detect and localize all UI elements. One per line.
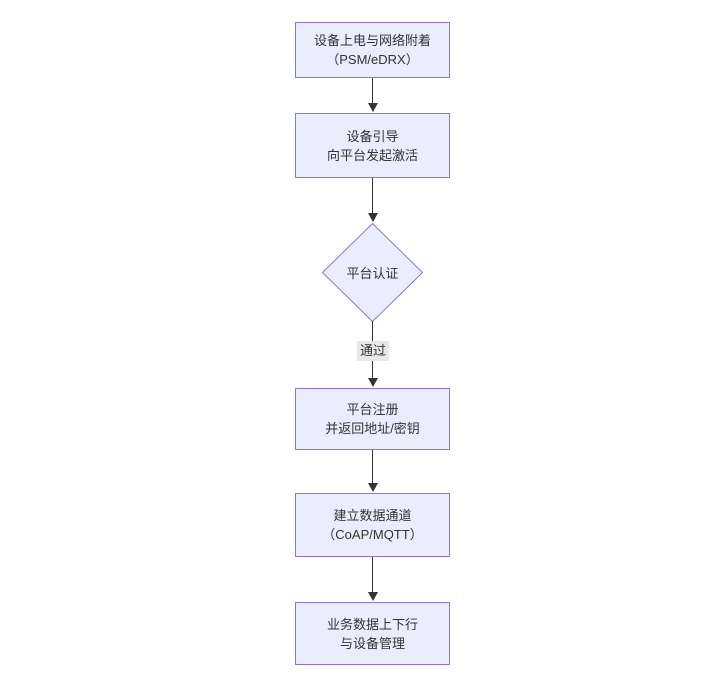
node-text-line: （CoAP/MQTT） (322, 527, 423, 542)
node-text-line: 向平台发起激活 (326, 147, 418, 163)
node-text-line: 建立数据通道 (333, 508, 412, 523)
node-text-line: 设备引导 (346, 128, 399, 144)
node-text-line: 并返回地址/密钥 (325, 421, 420, 436)
arrowhead-icon (368, 103, 378, 112)
node-power-attach: 设备上电与网络附着 （PSM/eDRX） (295, 22, 450, 78)
edge-register-to-channel (372, 450, 373, 484)
edge-bootstrap-to-auth (372, 178, 373, 214)
node-text-line: 与设备管理 (339, 635, 405, 651)
node-text-line: 平台认证 (346, 266, 399, 281)
edge-channel-to-business (372, 557, 373, 593)
node-platform-auth-decision: 平台认证 (322, 223, 423, 322)
edge-label-pass: 通过 (356, 341, 390, 361)
node-text-line: 设备上电与网络附着 (313, 33, 431, 48)
node-business: 业务数据上下行 与设备管理 (295, 602, 450, 665)
node-text-line: 业务数据上下行 (326, 616, 418, 632)
node-bootstrap: 设备引导 向平台发起激活 (295, 113, 450, 178)
node-text-line: 平台注册 (346, 402, 399, 417)
node-data-channel: 建立数据通道 （CoAP/MQTT） (295, 493, 450, 557)
edge-power-to-bootstrap (372, 78, 373, 104)
node-register: 平台注册 并返回地址/密钥 (295, 388, 450, 450)
node-text-line: （PSM/eDRX） (326, 52, 419, 67)
arrowhead-icon (368, 378, 378, 387)
arrowhead-icon (368, 213, 378, 222)
arrowhead-icon (368, 592, 378, 601)
arrowhead-icon (368, 483, 378, 492)
